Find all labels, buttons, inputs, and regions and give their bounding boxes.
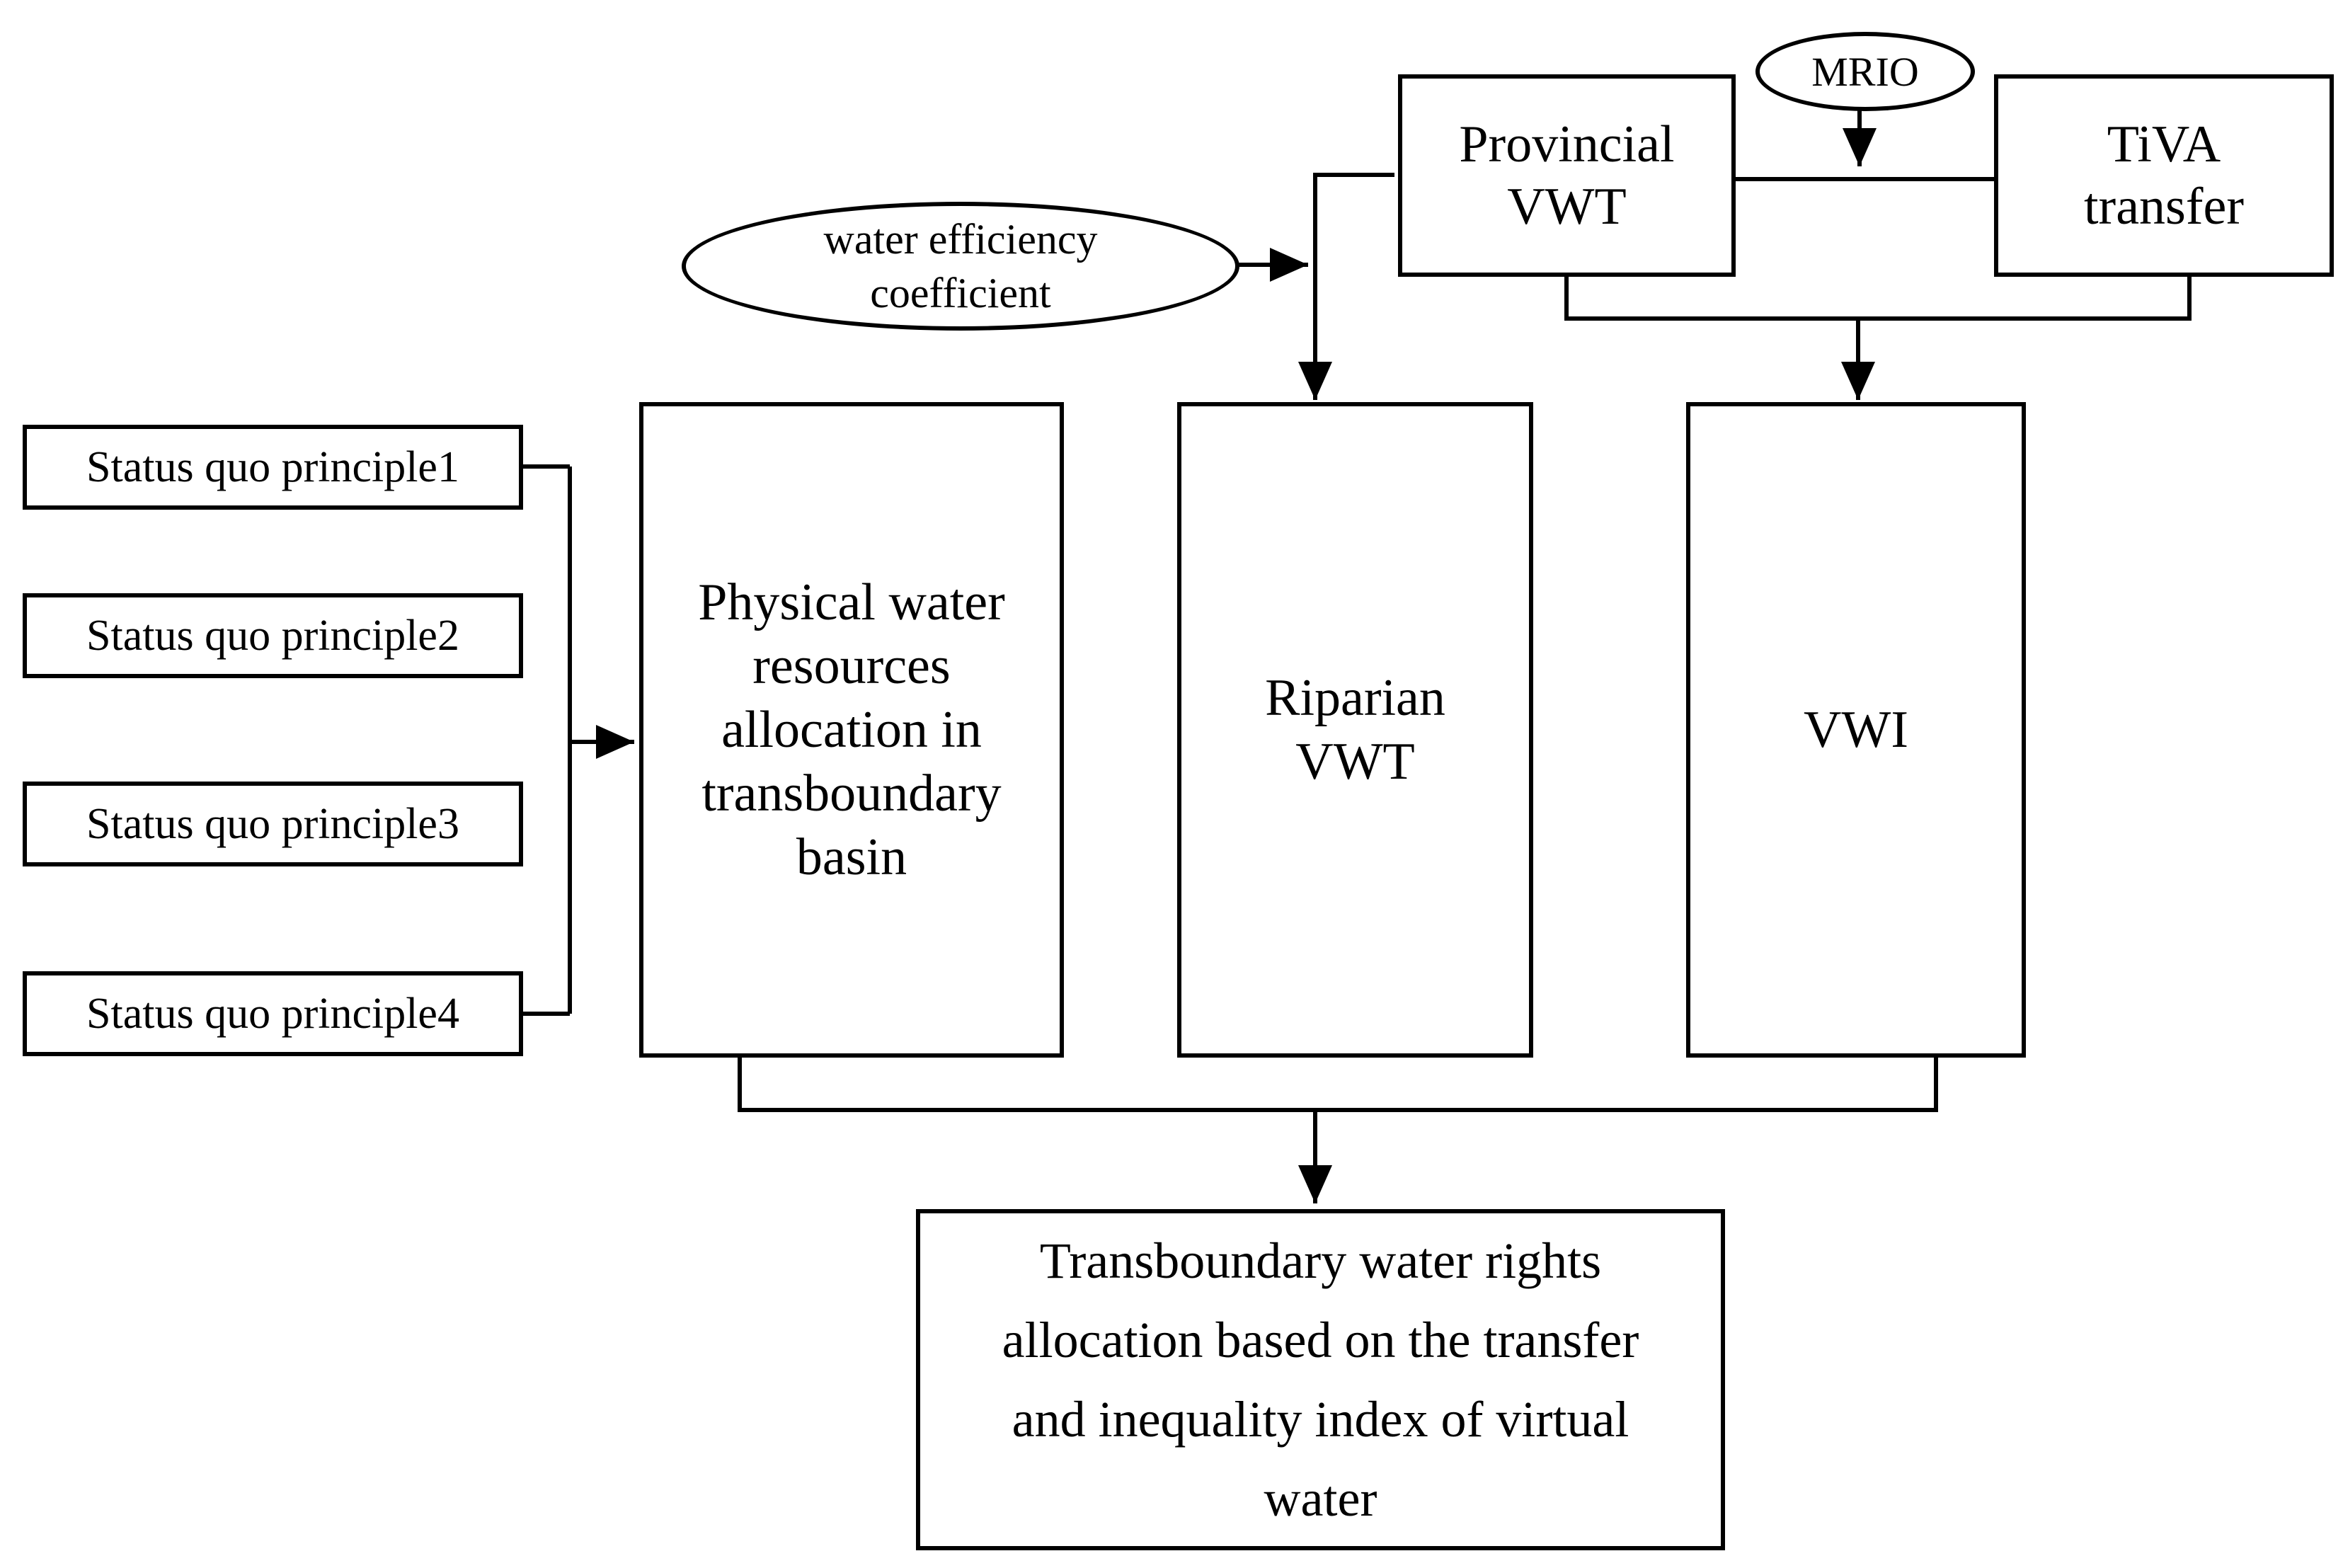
physical-water-allocation-node: Physical water resources allocation in t… [639,402,1064,1058]
edge-bracket-provincial-tiva [1564,275,2192,321]
status-quo-principle-1-node: Status quo principle1 [23,425,523,510]
tiva-transfer-node: TiVA transfer [1994,74,2334,277]
mrio-node: MRIO [1755,32,1975,111]
status-quo-principle-4-node: Status quo principle4 [23,971,523,1056]
status-quo-principle-3-node: Status quo principle3 [23,782,523,866]
riparian-vwt-node: Riparian VWT [1177,402,1533,1058]
status-quo-principle-2-node: Status quo principle2 [23,593,523,678]
provincial-vwt-node: Provincial VWT [1398,74,1736,277]
water-efficiency-coefficient-node: water efficiency coefficient [682,202,1239,331]
edge-bottom-bracket [738,1055,1938,1112]
edge-provincial-to-riparian [1298,173,1394,400]
final-water-rights-allocation-node: Transboundary water rights allocation ba… [916,1209,1725,1550]
vwi-node: VWI [1686,402,2026,1058]
